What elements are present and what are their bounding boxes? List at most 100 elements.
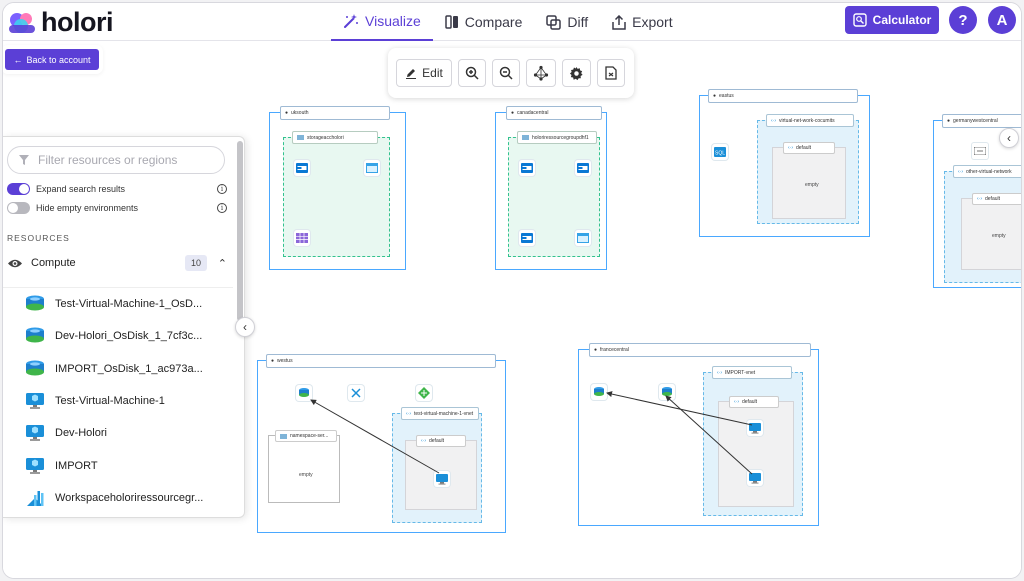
empty-label: empty [299, 472, 313, 478]
storage-account-icon[interactable] [519, 160, 535, 176]
settings-button[interactable] [562, 59, 591, 87]
region-label: ● germanywestcentral [942, 114, 1021, 128]
calculator-button[interactable]: Calculator [845, 6, 939, 34]
list-item[interactable]: Test-Virtual-Machine-1 [3, 385, 233, 417]
network-layout-button[interactable] [526, 59, 556, 87]
workspace-icon [27, 490, 44, 506]
hide-empty-label: Hide empty environments [36, 203, 139, 213]
subnet[interactable]: ‹·› default [405, 435, 477, 510]
compute-category[interactable]: Compute 10 ⌃ [7, 251, 231, 275]
help-button[interactable]: ? [949, 6, 977, 34]
tab-diff[interactable]: Diff [534, 3, 600, 41]
list-item[interactable]: IMPORT [3, 449, 233, 481]
zoom-in-button[interactable] [458, 59, 486, 87]
virtual-network[interactable]: ‹·› virtual-net-work-cocumits ‹·› defaul… [757, 114, 859, 224]
chevron-left-icon: ‹ [243, 320, 247, 334]
virtual-network[interactable]: ‹·› IMPORT-vnet ‹·› default [703, 366, 803, 516]
collapse-right-panel-button[interactable]: ‹ [999, 128, 1019, 148]
storage-table-icon[interactable] [364, 160, 380, 176]
resource-group-icon [297, 135, 304, 140]
compute-count-badge: 10 [184, 255, 207, 271]
list-item[interactable]: IMPORT_OsDisk_1_ac973a... [3, 353, 233, 385]
storage-account-icon[interactable] [575, 160, 591, 176]
collapse-sidebar-button[interactable]: ‹ [235, 317, 255, 337]
gateway-icon[interactable] [416, 385, 432, 401]
zoom-out-button[interactable] [492, 59, 520, 87]
namespace-icon [280, 433, 287, 439]
region-westus[interactable]: ● westus namespace-ser... empty [257, 354, 506, 533]
virtual-network[interactable]: ‹·› other-virtual-network ‹·› default em… [944, 165, 1021, 283]
connection-icon[interactable] [348, 385, 364, 401]
back-to-account-label: Back to account [26, 54, 91, 65]
data-table-icon[interactable] [294, 230, 310, 246]
expand-results-toggle[interactable] [7, 183, 30, 195]
resource-group-icon [522, 135, 529, 140]
storage-account-icon[interactable] [294, 160, 310, 176]
virtual-network[interactable]: ‹·› test-virtual-machine-1-vnet ‹·› defa… [392, 407, 482, 523]
tab-compare[interactable]: Compare [433, 3, 535, 41]
location-pin-icon: ● [511, 110, 515, 116]
list-item[interactable]: Test-Virtual-Machine-1_OsD... [3, 288, 233, 320]
sidebar-scrollbar[interactable] [237, 141, 243, 515]
edit-button[interactable]: Edit [396, 59, 452, 87]
vnet-label: ‹·› IMPORT-vnet [712, 366, 792, 379]
subnet[interactable]: ‹·› default empty [961, 193, 1021, 270]
calculator-label: Calculator [872, 13, 932, 27]
region-canadacentral[interactable]: ● canadacentral holoriressourcegroupdhf1 [495, 106, 607, 270]
vm-icon[interactable] [747, 420, 763, 436]
document-icon [605, 66, 617, 80]
holori-logo[interactable]: holori [7, 7, 114, 38]
vm-icon [26, 393, 44, 410]
subnet-icon: ‹·› [421, 438, 426, 444]
tab-visualize[interactable]: Visualize [331, 3, 433, 41]
top-bar: holori Visualize Compare [3, 3, 1021, 41]
chevron-up-icon[interactable]: ⌃ [217, 257, 227, 270]
subnet[interactable]: ‹·› default empty [772, 142, 846, 219]
disk-icon[interactable] [296, 385, 312, 401]
info-icon[interactable]: i [217, 203, 227, 213]
diagram-toolbar: Edit [388, 48, 634, 98]
disk-icon[interactable] [659, 384, 675, 400]
disk-icon[interactable] [591, 384, 607, 400]
export-report-button[interactable] [597, 59, 625, 87]
region-germanywestcentral[interactable]: ● germanywestcentral ‹·› other-virtual-n… [933, 114, 1021, 288]
eye-icon[interactable] [7, 258, 23, 269]
tab-export[interactable]: Export [600, 3, 684, 41]
list-item[interactable]: Dev-Holori [3, 417, 233, 449]
vm-icon [26, 457, 44, 474]
tab-visualize-label: Visualize [365, 13, 421, 29]
resource-group[interactable]: holoriressourcegroupdhf1 [508, 131, 600, 257]
scrollbar-thumb[interactable] [237, 141, 243, 321]
search-box[interactable] [7, 146, 225, 174]
namespace[interactable]: namespace-ser... empty [268, 430, 340, 503]
subnet[interactable]: ‹·› default [718, 396, 794, 507]
vm-icon[interactable] [434, 471, 450, 487]
region-label: ● westus [266, 354, 496, 368]
location-pin-icon: ● [271, 358, 275, 364]
list-item[interactable]: Dev-Holori_OsDisk_1_7cf3c... [3, 320, 233, 352]
back-to-account-button[interactable]: ← Back to account [5, 49, 99, 70]
diagram-canvas[interactable]: ← Back to account Edit [3, 42, 1021, 578]
user-avatar[interactable]: A [988, 6, 1016, 34]
region-eastus[interactable]: ● eastus SQL ‹·› virtual-net-work-cocumi… [699, 89, 870, 237]
list-item[interactable]: Workspaceholoriressourcegr... [3, 482, 233, 514]
storage-account-icon[interactable] [519, 230, 535, 246]
vm-icon[interactable] [747, 470, 763, 486]
region-francecentral[interactable]: ● francecentral ‹·› IMPORT-vnet ‹·› defa… [578, 343, 819, 526]
storage-table-icon[interactable] [575, 230, 591, 246]
region-uksouth[interactable]: ● uksouth storageaccholori [269, 106, 406, 270]
network-interface-icon[interactable] [972, 143, 988, 159]
region-label: ● francecentral [589, 343, 811, 357]
search-input[interactable] [38, 153, 218, 167]
diff-icon [546, 14, 562, 30]
vnet-icon: ‹·› [958, 168, 963, 175]
resource-group[interactable]: storageaccholori [283, 131, 390, 257]
sql-database-icon[interactable]: SQL [712, 144, 728, 160]
subnet-label: ‹·› default [729, 396, 779, 408]
location-pin-icon: ● [947, 118, 951, 124]
resource-group-label: storageaccholori [292, 131, 378, 144]
hide-empty-toggle[interactable] [7, 202, 30, 214]
calculator-icon [852, 13, 867, 27]
info-icon[interactable]: i [217, 184, 227, 194]
